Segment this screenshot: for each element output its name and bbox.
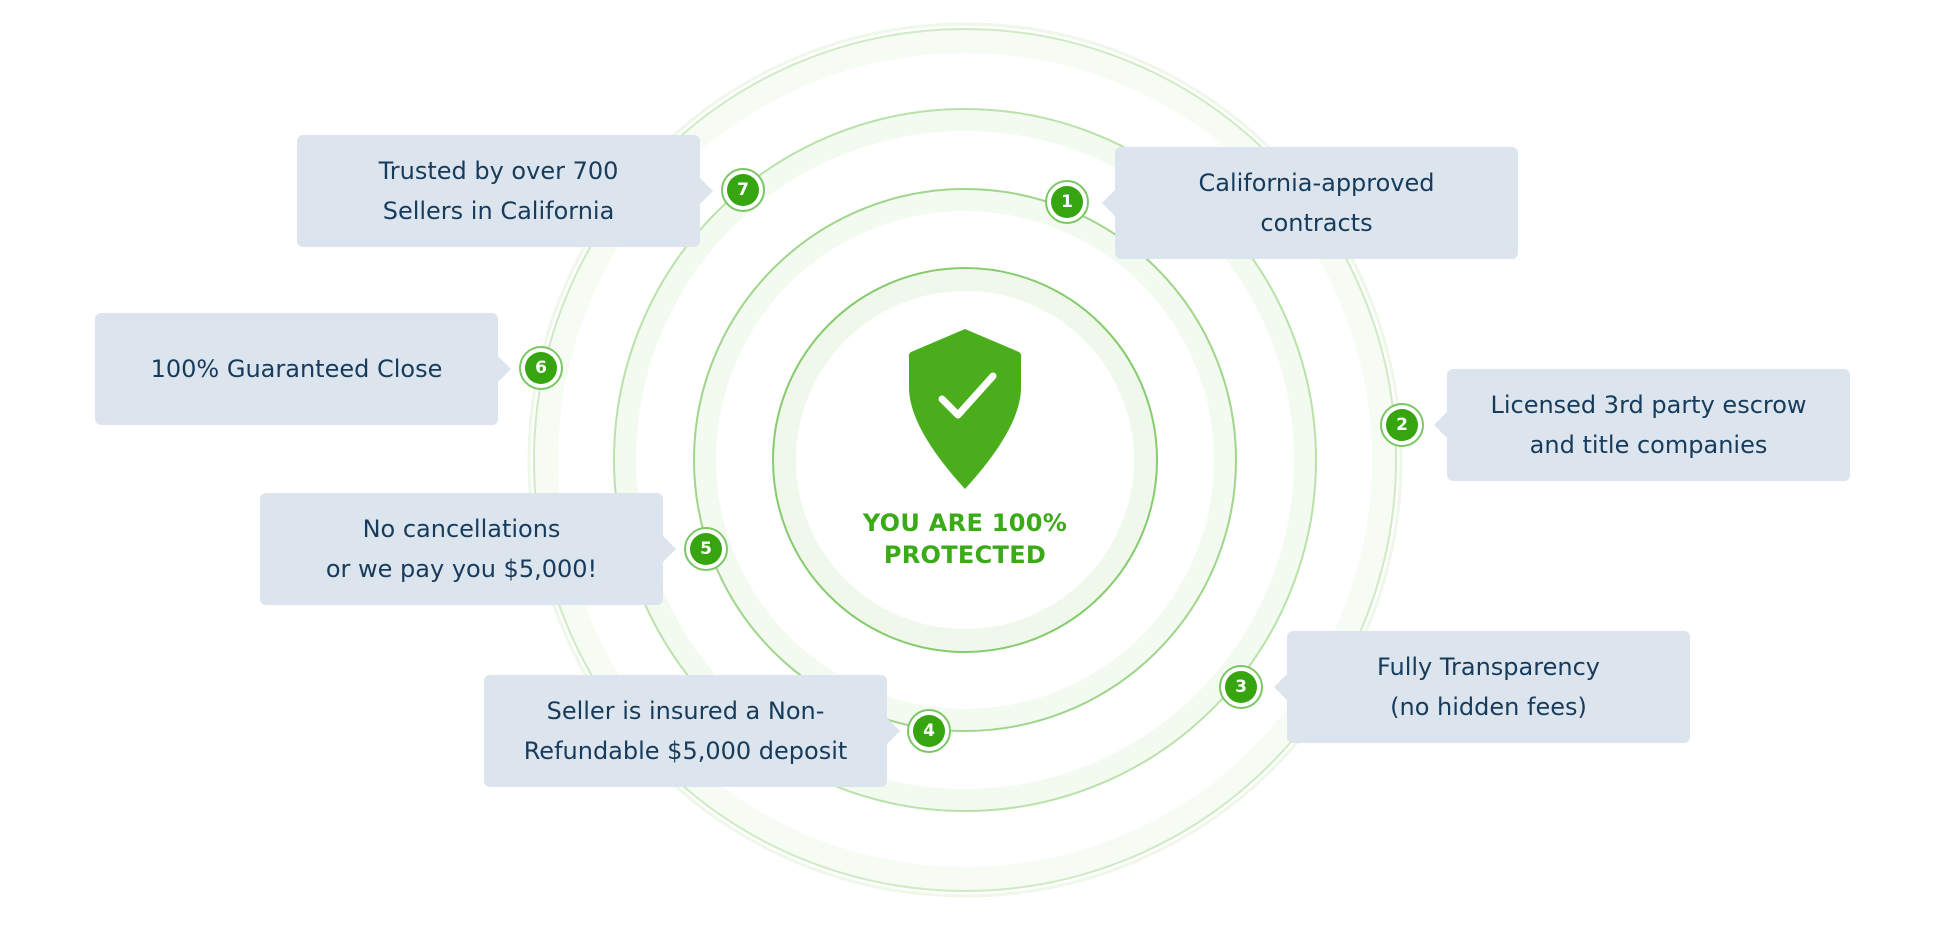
ring-2	[693, 188, 1237, 732]
feature-card-1: California-approved contracts	[1102, 147, 1518, 259]
ring-outer	[527, 22, 1403, 898]
feature-card-3-line1: Fully Transparency	[1377, 653, 1600, 681]
ring-inner-band	[774, 269, 1156, 651]
step-badge-7: 7	[721, 168, 765, 212]
step-badge-6-number: 6	[525, 352, 557, 384]
step-badge-5: 5	[684, 527, 728, 571]
step-badge-1-number: 1	[1051, 186, 1083, 218]
step-badge-4: 4	[907, 709, 951, 753]
step-badge-1: 1	[1045, 180, 1089, 224]
feature-card-3: Fully Transparency (no hidden fees)	[1274, 631, 1690, 743]
feature-card-5-line2: or we pay you $5,000!	[325, 555, 598, 583]
ring-3-band	[614, 109, 1316, 811]
step-badge-3: 3	[1219, 665, 1263, 709]
ring-inner	[772, 267, 1158, 653]
feature-card-6: 100% Guaranteed Close	[95, 313, 511, 425]
feature-card-7-line2: Sellers in California	[382, 197, 615, 225]
shield-check-icon	[908, 329, 1022, 489]
step-badge-4-number: 4	[913, 715, 945, 747]
feature-card-2: Licensed 3rd party escrow and title comp…	[1434, 369, 1850, 481]
feature-card-4: Seller is insured a Non- Refundable $5,0…	[484, 675, 900, 787]
feature-card-3-line2: (no hidden fees)	[1390, 693, 1587, 721]
step-badge-7-number: 7	[727, 174, 759, 206]
step-badge-2: 2	[1380, 403, 1424, 447]
feature-card-6-line1: 100% Guaranteed Close	[150, 355, 443, 383]
feature-card-5: No cancellations or we pay you $5,000!	[260, 493, 676, 605]
step-badge-5-number: 5	[690, 533, 722, 565]
step-badge-6: 6	[519, 346, 563, 390]
feature-card-1-line2: contracts	[1260, 209, 1373, 237]
feature-card-4-line2: Refundable $5,000 deposit	[523, 737, 848, 765]
feature-card-5-line1: No cancellations	[362, 515, 561, 543]
feature-card-2-line1: Licensed 3rd party escrow	[1490, 391, 1807, 419]
ring-3	[613, 108, 1317, 812]
feature-card-1-line1: California-approved	[1198, 169, 1435, 197]
ring-4	[533, 28, 1397, 892]
protection-headline: YOU ARE 100% PROTECTED	[825, 507, 1105, 571]
feature-card-7-line1: Trusted by over 700	[378, 157, 619, 185]
step-badge-2-number: 2	[1386, 409, 1418, 441]
protection-headline-line2: PROTECTED	[883, 541, 1047, 569]
feature-card-7: Trusted by over 700 Sellers in Californi…	[297, 135, 713, 247]
protection-headline-line1: YOU ARE 100%	[862, 509, 1068, 537]
feature-card-2-line2: and title companies	[1529, 431, 1768, 459]
ring-4-band	[534, 29, 1396, 891]
feature-card-4-line1: Seller is insured a Non-	[546, 697, 825, 725]
ring-2-band	[694, 189, 1236, 731]
step-badge-3-number: 3	[1225, 671, 1257, 703]
